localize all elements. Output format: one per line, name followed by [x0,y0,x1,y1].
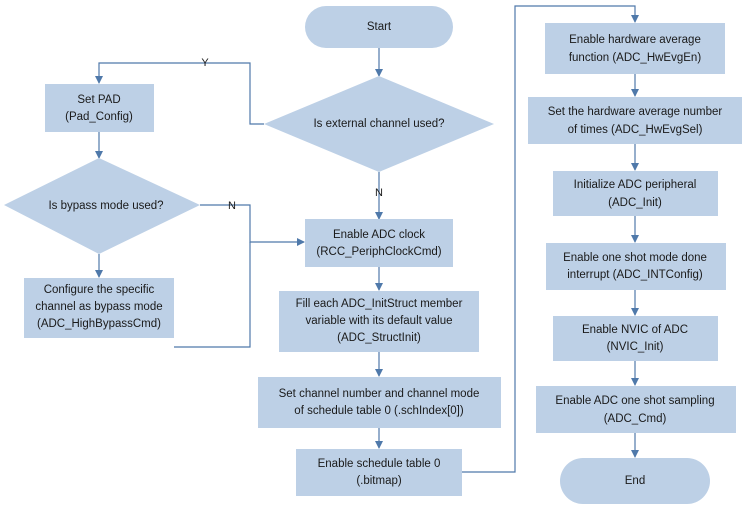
nodes: Start Is external channel used? Set PAD … [4,6,742,504]
edges [95,5,639,473]
set-hw-avg-box [528,97,742,144]
ext-channel-decision-label: Is external channel used? [313,118,444,130]
fill-initstruct-line-2: variable with its default value [305,315,452,327]
enable-one-shot-int-line-1: Enable one shot mode done [563,252,707,264]
enable-schedule-line-1: Enable schedule table 0 [318,458,441,470]
configure-bypass-line-1: Configure the specific [44,284,155,296]
enable-hw-avg-box [545,23,725,74]
configure-bypass-line-2: channel as bypass mode [35,301,162,313]
enable-adc-clock-line-1: Enable ADC clock [333,229,425,241]
end-terminal [560,458,710,504]
configure-bypass-box [24,278,174,338]
init-adc-line-2: (ADC_Init) [608,197,662,209]
ext-channel-decision-diamond [264,76,494,172]
enable-hw-avg-line-1: Enable hardware average [569,34,701,46]
edge-schedule-to-hw-avg [462,5,639,473]
enable-nvic-line-1: Enable NVIC of ADC [582,324,688,336]
start-terminal [305,6,453,48]
start-label: Start [367,21,392,33]
edge-label-bypass-no: N [228,200,236,212]
init-adc-box [553,171,718,216]
set-hw-avg-line-2: of times (ADC_HwEvgSel) [568,124,703,136]
enable-sampling-box [536,386,736,433]
enable-one-shot-int-line-2: interrupt (ADC_INTConfig) [567,269,703,281]
edge-configure-to-clock [174,242,251,348]
enable-sampling-line-2: (ADC_Cmd) [604,413,667,425]
set-channel-line-1: Set channel number and channel mode [279,388,480,400]
bypass-decision-diamond [4,158,200,254]
set-pad-line-1: Set PAD [77,94,120,106]
configure-bypass-line-3: (ADC_HighBypassCmd) [37,318,161,330]
enable-adc-clock-line-2: (RCC_PeriphClockCmd) [316,246,441,258]
init-adc-line-1: Initialize ADC peripheral [574,179,697,191]
enable-schedule-box [296,449,462,496]
enable-adc-clock-box [305,219,453,267]
fill-initstruct-box [279,291,479,352]
enable-nvic-box [553,316,718,361]
set-pad-line-2: (Pad_Config) [65,111,133,123]
set-pad-box [45,84,154,132]
set-hw-avg-line-1: Set the hardware average number [548,106,723,118]
edge-label-ext-yes: Y [201,57,209,69]
set-channel-box [258,377,501,428]
enable-nvic-line-2: (NVIC_Init) [607,341,664,353]
enable-one-shot-int-box [546,243,726,290]
enable-schedule-line-2: (.bitmap) [356,475,402,487]
enable-hw-avg-line-2: function (ADC_HwEvgEn) [569,52,701,64]
enable-sampling-line-1: Enable ADC one shot sampling [555,395,714,407]
fill-initstruct-line-3: (ADC_StructInit) [337,332,421,344]
bypass-decision-label: Is bypass mode used? [48,200,163,212]
edge-bypass-no-to-clock [200,204,305,246]
end-label: End [625,475,645,487]
fill-initstruct-line-1: Fill each ADC_InitStruct member [296,298,463,310]
edge-ext-yes-to-set-pad [95,62,264,125]
edge-label-ext-no: N [375,187,383,199]
set-channel-line-2: of schedule table 0 (.schIndex[0]) [294,405,464,417]
